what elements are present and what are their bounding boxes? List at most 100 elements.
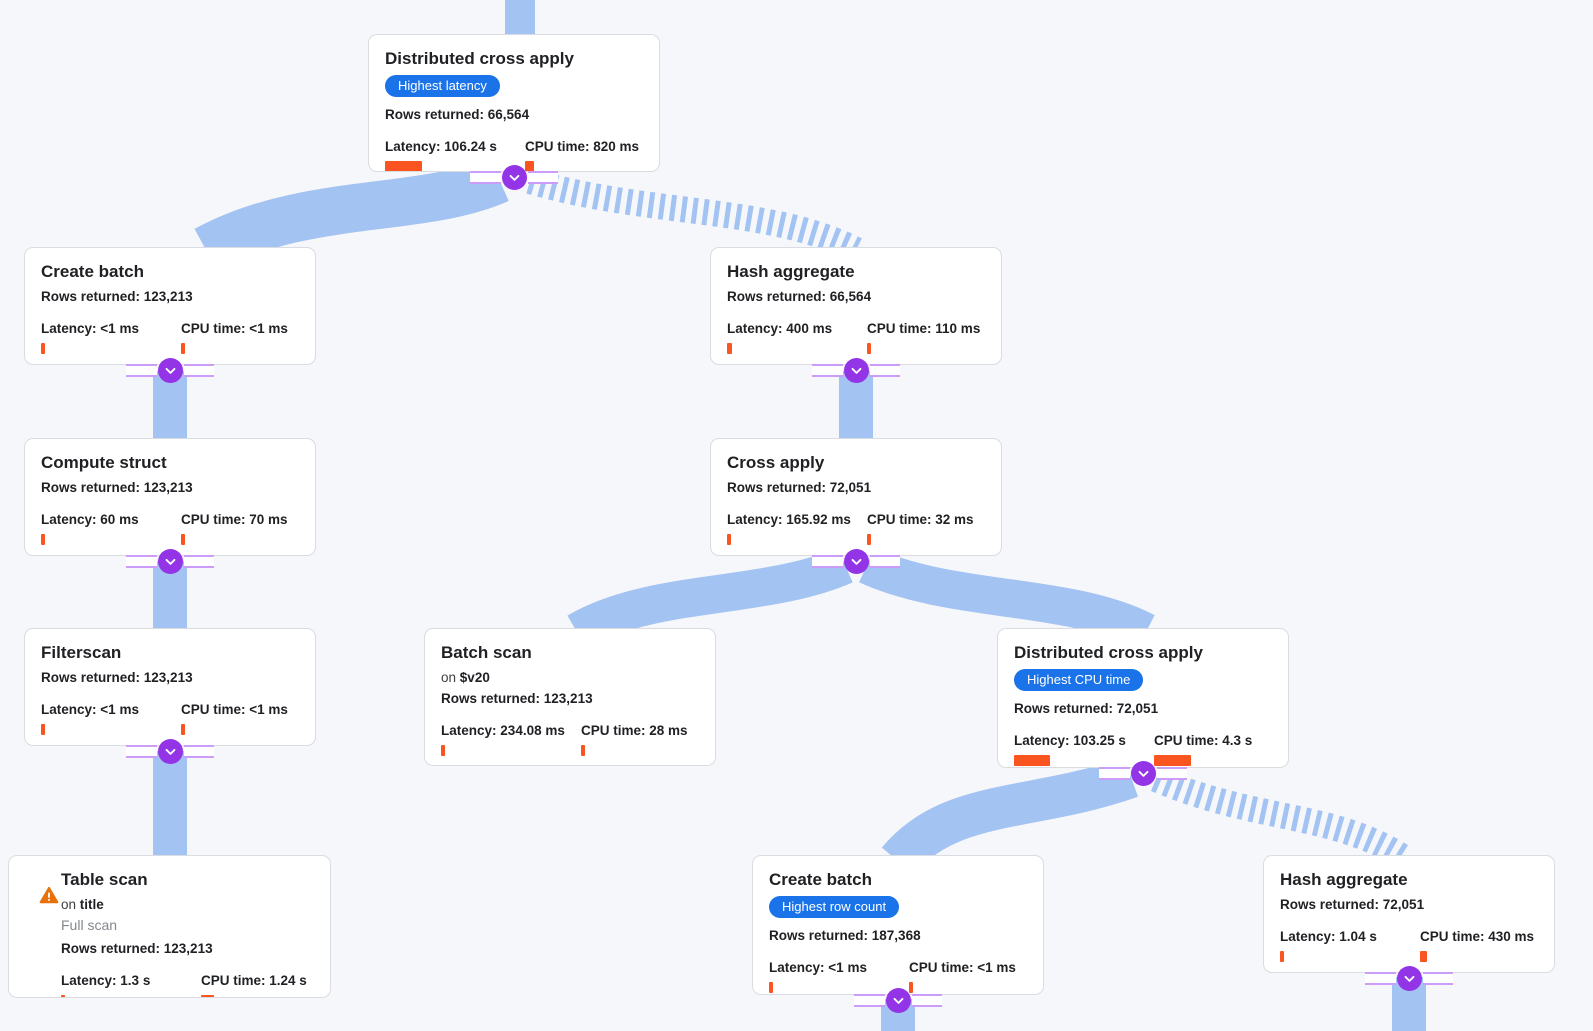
cpu-time-metric-name: CPU time: bbox=[909, 960, 974, 975]
cpu-time-metric: CPU time: 820 ms bbox=[525, 138, 643, 171]
rows-returned-value: 187,368 bbox=[871, 928, 921, 943]
latency-metric: Latency: 106.24 s bbox=[385, 138, 525, 171]
collapse-node-button[interactable] bbox=[157, 738, 183, 764]
latency-metric-name: Latency: bbox=[1280, 929, 1336, 944]
node-output-connector bbox=[1365, 965, 1453, 991]
collapse-node-button[interactable] bbox=[885, 987, 911, 1013]
collapse-node-button[interactable] bbox=[843, 548, 869, 574]
cpu-time-metric: CPU time: 28 ms bbox=[581, 722, 699, 756]
node-rows-returned: Rows returned: 72,051 bbox=[1280, 895, 1538, 914]
rows-returned-label: Rows returned: bbox=[41, 670, 141, 685]
rows-returned-label: Rows returned: bbox=[769, 928, 869, 943]
rows-returned-label: Rows returned: bbox=[727, 480, 827, 495]
node-title: Compute struct bbox=[41, 453, 167, 472]
connector-stripe-left bbox=[126, 554, 157, 568]
cpu-time-metric-name: CPU time: bbox=[1420, 929, 1485, 944]
latency-metric-value: 234.08 ms bbox=[500, 723, 565, 738]
latency-metric-value: <1 ms bbox=[828, 960, 867, 975]
cpu-time-metric-label: CPU time: 820 ms bbox=[525, 138, 643, 156]
node-title: Hash aggregate bbox=[1280, 870, 1408, 889]
node-title: Cross apply bbox=[727, 453, 825, 472]
chevron-down-icon bbox=[893, 997, 903, 1004]
latency-metric-bar bbox=[41, 534, 45, 545]
cpu-time-metric-name: CPU time: bbox=[201, 973, 266, 988]
latency-metric-bar bbox=[1280, 951, 1284, 962]
node-output-connector bbox=[470, 164, 558, 190]
latency-metric-label: Latency: 1.3 s bbox=[61, 972, 201, 990]
latency-metric: Latency: <1 ms bbox=[769, 959, 909, 993]
collapse-node-button[interactable] bbox=[501, 164, 527, 190]
cpu-time-metric-name: CPU time: bbox=[581, 723, 646, 738]
collapse-node-button[interactable] bbox=[157, 548, 183, 574]
cpu-time-metric: CPU time: 32 ms bbox=[867, 511, 985, 545]
on-target: title bbox=[79, 897, 104, 912]
node-title: Batch scan bbox=[441, 643, 532, 662]
node-output-connector bbox=[126, 738, 214, 764]
chevron-down-icon bbox=[1404, 975, 1414, 982]
connector-stripe-right bbox=[183, 363, 214, 377]
cpu-time-metric: CPU time: 430 ms bbox=[1420, 928, 1538, 962]
collapse-node-button[interactable] bbox=[157, 357, 183, 383]
latency-metric-value: <1 ms bbox=[100, 702, 139, 717]
rows-returned-value: 123,213 bbox=[143, 289, 193, 304]
latency-metric-value: 165.92 ms bbox=[786, 512, 851, 527]
node-badge: Highest CPU time bbox=[1014, 669, 1144, 691]
rows-returned-value: 123,213 bbox=[543, 691, 593, 706]
cpu-time-metric-name: CPU time: bbox=[181, 321, 246, 336]
cpu-time-metric: CPU time: 70 ms bbox=[181, 511, 299, 545]
node-rows-returned: Rows returned: 66,564 bbox=[727, 287, 985, 306]
latency-metric: Latency: 234.08 ms bbox=[441, 722, 581, 756]
chevron-down-icon bbox=[165, 558, 175, 565]
latency-metric-label: Latency: 165.92 ms bbox=[727, 511, 867, 529]
cpu-time-metric-label: CPU time: <1 ms bbox=[909, 959, 1027, 977]
collapse-node-button[interactable] bbox=[1396, 965, 1422, 991]
collapse-node-button[interactable] bbox=[1130, 760, 1156, 786]
latency-metric-bar bbox=[61, 995, 65, 997]
latency-metric-name: Latency: bbox=[727, 321, 783, 336]
chevron-down-icon bbox=[1138, 770, 1148, 777]
latency-metric-label: Latency: <1 ms bbox=[769, 959, 909, 977]
flow-edge-solid bbox=[859, 547, 1155, 650]
cpu-time-metric-value: 4.3 s bbox=[1222, 733, 1253, 748]
node-rows-returned: Rows returned: 72,051 bbox=[1014, 699, 1272, 718]
collapse-node-button[interactable] bbox=[843, 357, 869, 383]
rows-returned-value: 66,564 bbox=[829, 289, 872, 304]
rows-returned-label: Rows returned: bbox=[41, 289, 141, 304]
cpu-time-metric-label: CPU time: 1.24 s bbox=[201, 972, 314, 990]
rows-returned-label: Rows returned: bbox=[385, 107, 485, 122]
latency-metric-label: Latency: 60 ms bbox=[41, 511, 181, 529]
cpu-time-metric-label: CPU time: 32 ms bbox=[867, 511, 985, 529]
flow-edge-striped bbox=[526, 168, 862, 262]
node-rows-returned: Rows returned: 72,051 bbox=[727, 478, 985, 497]
flow-edge-solid bbox=[567, 547, 853, 649]
cpu-time-metric-name: CPU time: bbox=[181, 702, 246, 717]
latency-metric-label: Latency: <1 ms bbox=[41, 701, 181, 719]
node-badge: Highest latency bbox=[385, 75, 500, 97]
cpu-time-metric: CPU time: <1 ms bbox=[909, 959, 1027, 993]
latency-metric: Latency: 1.3 s bbox=[61, 972, 201, 997]
cpu-time-metric-bar bbox=[909, 982, 913, 993]
node-note: Full scan bbox=[61, 917, 118, 933]
cpu-time-metric-bar bbox=[867, 534, 871, 545]
rows-returned-value: 72,051 bbox=[1382, 897, 1425, 912]
rows-returned-label: Rows returned: bbox=[41, 480, 141, 495]
latency-metric-label: Latency: 106.24 s bbox=[385, 138, 525, 156]
cpu-time-metric-bar bbox=[1154, 755, 1191, 766]
